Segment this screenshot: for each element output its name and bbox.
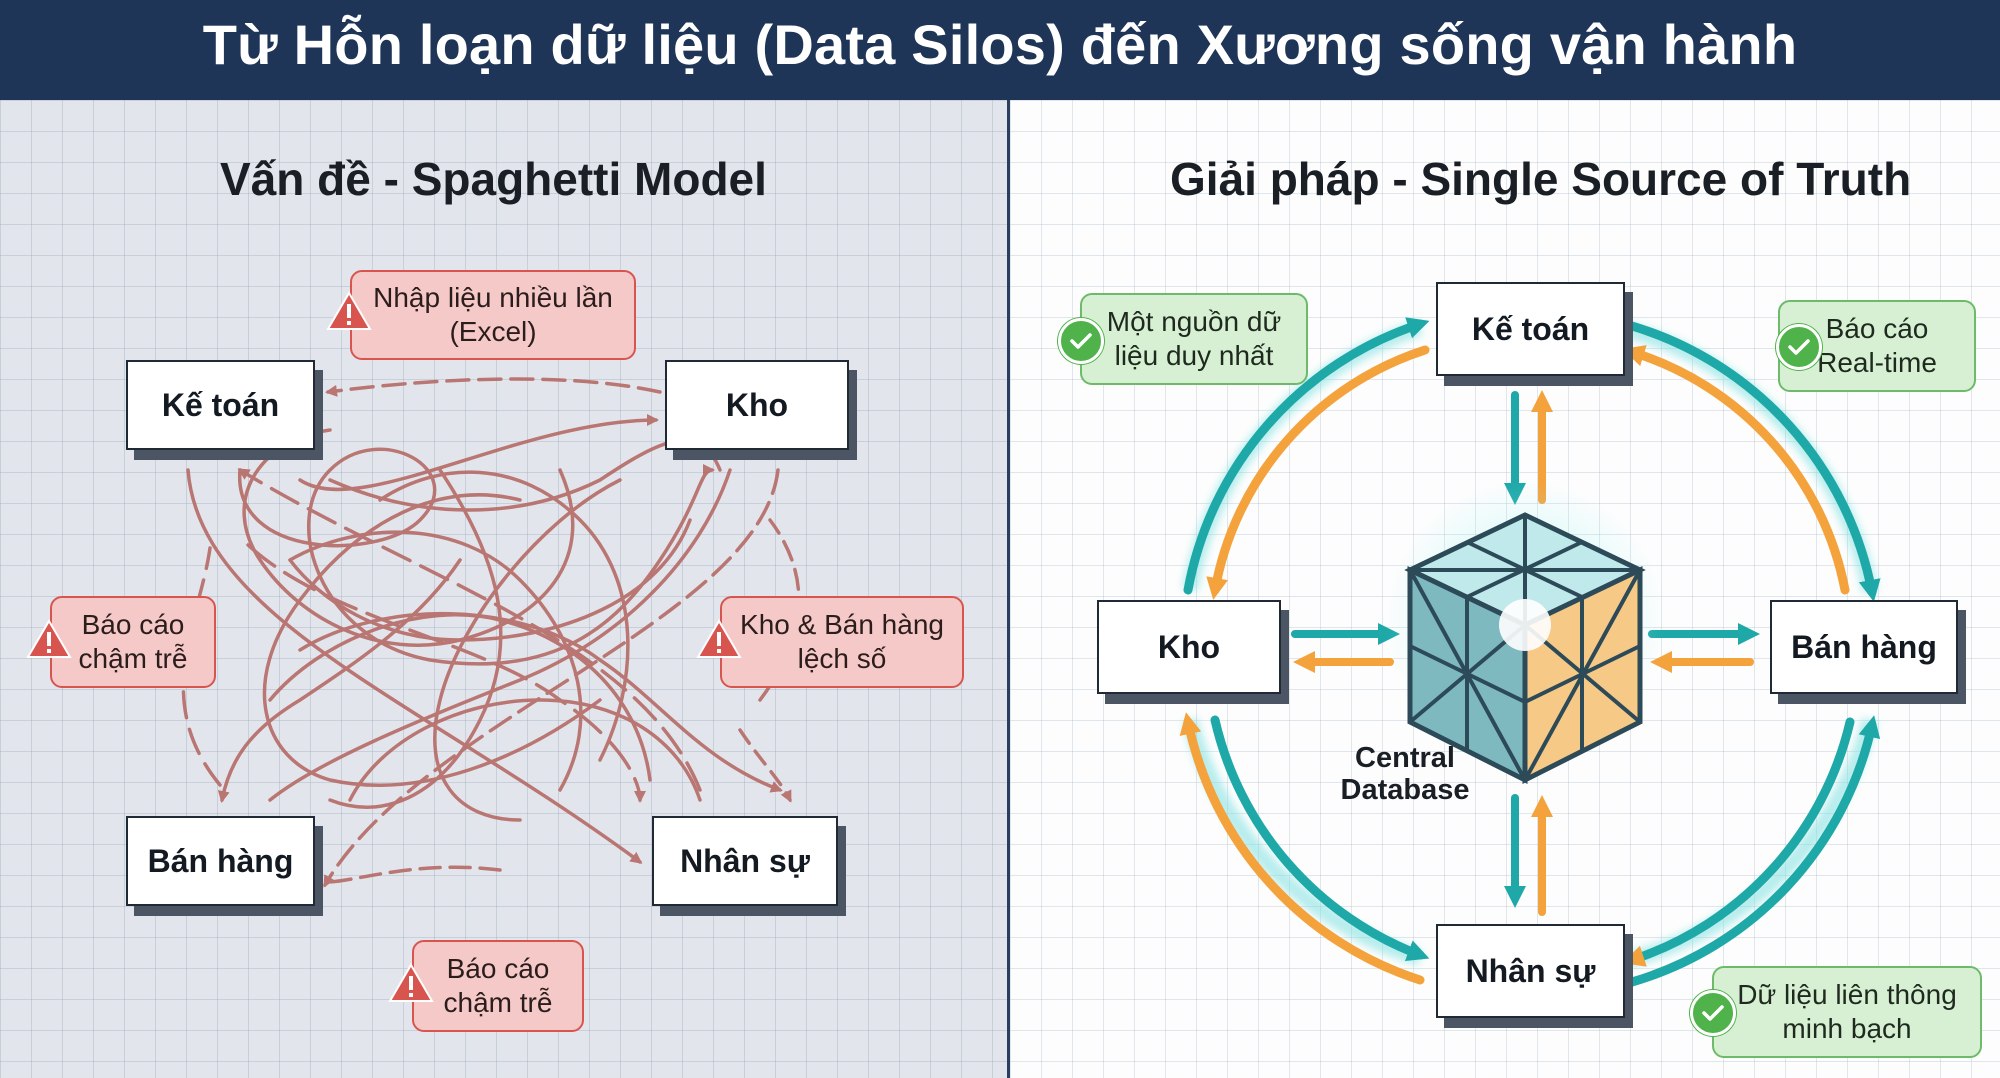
database-label-line2: Database: [1340, 774, 1470, 806]
warning-triangle-icon: [696, 619, 742, 658]
solution-title: Giải pháp - Single Source of Truth: [1170, 153, 1912, 205]
benefit-text-line2: Real-time: [1817, 347, 1937, 378]
warning-triangle-icon: [326, 291, 372, 330]
panel-divider: [1007, 100, 1010, 1078]
warning-text-line2: chậm trễ: [78, 643, 188, 674]
check-circle-icon: [1690, 990, 1736, 1036]
warning-text-line2: lệch số: [797, 643, 887, 674]
page-title: Từ Hỗn loạn dữ liệu (Data Silos) đến Xươ…: [202, 12, 1798, 76]
problem-panel: [0, 100, 1007, 1078]
warning-text-line1: Kho & Bán hàng: [740, 609, 944, 640]
benefit-text-line2: liệu duy nhất: [1114, 340, 1274, 371]
problem-title: Vấn đề - Spaghetti Model: [220, 153, 767, 205]
node-sales-hub: Bán hàng: [1770, 600, 1958, 694]
warning-text-line1: Báo cáo: [81, 609, 185, 640]
node-hr: Nhân sự: [652, 816, 838, 906]
benefit-text-line1: Một nguồn dữ: [1106, 306, 1282, 337]
warning-late-report-bottom: Báo cáo chậm trễ: [412, 940, 584, 1032]
node-warehouse-hub: Kho: [1097, 600, 1281, 694]
warning-text-line1: Nhập liệu nhiều lần: [373, 282, 613, 313]
node-hr-hub: Nhân sự: [1436, 924, 1625, 1018]
benefit-text-line1: Báo cáo: [1825, 313, 1929, 344]
warning-multiple-entry: Nhập liệu nhiều lần (Excel): [350, 270, 636, 360]
warning-text-line1: Báo cáo: [446, 953, 550, 984]
node-accounting: Kế toán: [126, 360, 315, 450]
warning-triangle-icon: [26, 619, 72, 658]
warning-text-line2: chậm trễ: [443, 987, 553, 1018]
warning-triangle-icon: [388, 963, 434, 1002]
warning-text-line2: (Excel): [449, 316, 537, 347]
database-label-line1: Central: [1355, 742, 1455, 774]
check-circle-icon: [1058, 318, 1104, 364]
database-label: Central Database: [1315, 742, 1495, 806]
header-bar: Từ Hỗn loạn dữ liệu (Data Silos) đến Xươ…: [0, 0, 2000, 100]
benefit-text-line1: Dữ liệu liên thông: [1737, 979, 1957, 1010]
node-warehouse: Kho: [665, 360, 849, 450]
warning-late-report-left: Báo cáo chậm trễ: [50, 596, 216, 688]
check-circle-icon: [1776, 324, 1822, 370]
benefit-single-source: Một nguồn dữ liệu duy nhất: [1080, 293, 1308, 385]
spaghetti-connections: [181, 377, 801, 888]
warning-stock-mismatch: Kho & Bán hàng lệch số: [720, 596, 964, 688]
benefit-text-line2: minh bạch: [1782, 1013, 1912, 1044]
benefit-transparent-data: Dữ liệu liên thông minh bạch: [1712, 966, 1982, 1058]
node-sales: Bán hàng: [126, 816, 315, 906]
node-accounting-hub: Kế toán: [1436, 282, 1625, 376]
